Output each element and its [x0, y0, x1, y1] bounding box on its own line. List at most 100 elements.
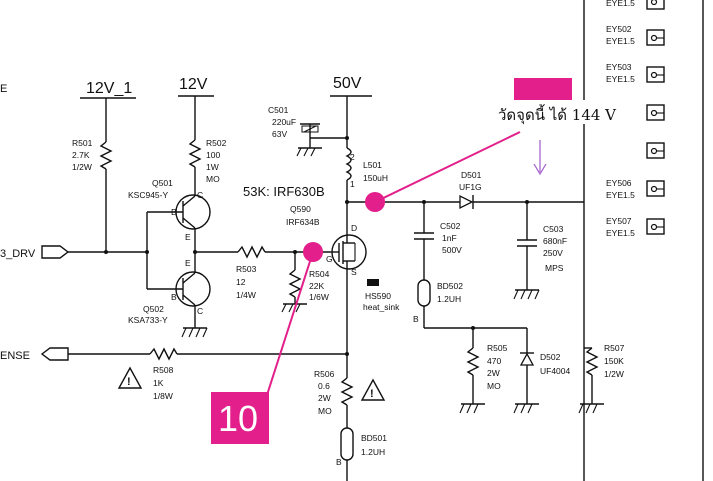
r505-resistor	[466, 347, 480, 376]
r503-resistor	[237, 245, 266, 259]
hs590-ref: HS590	[365, 291, 391, 301]
q590-pin-g: G	[326, 254, 333, 264]
eyelet-icon	[646, 0, 665, 10]
down-arrow-head	[533, 163, 547, 176]
eye-connector-4	[646, 142, 665, 159]
junction-dot	[345, 352, 349, 356]
r508-ref: R508	[153, 365, 174, 375]
eye-connector-5: EY506 EYE1.5	[606, 178, 665, 200]
ground-hatch	[473, 403, 479, 414]
ground-hatch	[181, 327, 187, 338]
eye-ref: EY502	[606, 24, 632, 34]
c501-voltage: 63V	[272, 129, 287, 139]
r502-resistor	[188, 139, 202, 168]
bd501-pin-b: B	[336, 457, 342, 467]
r508-resistor	[149, 347, 178, 361]
rail-12v-label: 12V	[179, 76, 208, 93]
eye-connector-0: EYE1.5	[606, 0, 665, 10]
safety-warning-icon	[117, 366, 143, 389]
eye-type: EYE1.5	[606, 190, 635, 200]
c502-voltage: 500V	[442, 245, 462, 255]
callout-box	[493, 100, 631, 124]
l501-pin-1: 1	[350, 179, 355, 189]
r502-power: 1W	[206, 162, 219, 172]
drv-port-arrow	[41, 245, 70, 259]
c501-hatch	[303, 125, 317, 133]
q501-part: KSC945-Y	[128, 190, 168, 200]
ground-hatch	[459, 403, 465, 414]
r501-rating: 1/2W	[72, 162, 92, 172]
q590-ref: Q590	[290, 204, 311, 214]
r505-power: 2W	[487, 368, 500, 378]
r501-resistor	[99, 141, 113, 170]
q501-pin-e: E	[185, 232, 191, 242]
ground-hatch	[466, 403, 472, 414]
d502-ref: D502	[540, 352, 561, 362]
bd502-bead	[417, 279, 431, 307]
d502-part: UF4004	[540, 366, 571, 376]
junction-dot	[145, 250, 149, 254]
c503-voltage: 250V	[543, 248, 563, 258]
r507-rating: 1/2W	[604, 369, 624, 379]
r506-resistor	[340, 377, 354, 406]
ground-hatch	[520, 289, 526, 300]
q501-ref: Q501	[152, 178, 173, 188]
ground-hatch	[520, 403, 526, 414]
bd502-value: 1.2UH	[437, 294, 461, 304]
ground-hatch	[202, 327, 208, 338]
eyelet-hole	[650, 34, 658, 42]
eye-type: EYE1.5	[606, 36, 635, 46]
ground-hatch	[585, 403, 591, 414]
junction-dot	[193, 250, 197, 254]
r502-type: MO	[206, 174, 220, 184]
r503-value: 12	[236, 277, 246, 287]
q502-ref: Q502	[143, 304, 164, 314]
q501-collector-lead	[182, 195, 196, 207]
sense-port-label: ENSE	[0, 350, 30, 362]
eye-connector-3	[646, 104, 665, 121]
bd501-bead	[340, 427, 354, 461]
q590-pin-d: D	[351, 223, 357, 233]
r507-resistor	[585, 347, 599, 376]
eye-ref: EY506	[606, 178, 632, 188]
eyelet-hole	[650, 71, 658, 79]
eye-type: EYE1.5	[606, 228, 635, 238]
ground-hatch	[527, 289, 533, 300]
step-badge-number: 10	[218, 398, 258, 439]
warning-mark: !	[127, 376, 131, 388]
r507-value: 150K	[604, 356, 624, 366]
bd501-ref: BD501	[361, 433, 387, 443]
r502-ref: R502	[206, 138, 227, 148]
q501-pin-b: B	[171, 207, 177, 217]
r506-power: 2W	[318, 393, 331, 403]
eyelet-hole	[650, 0, 658, 6]
q502-pin-c: C	[197, 306, 203, 316]
ground-hatch	[534, 289, 540, 300]
junction-dot	[104, 250, 108, 254]
safety-warning-icon	[360, 378, 386, 401]
c501-capacitor	[301, 125, 319, 133]
eyelet-hole	[650, 109, 658, 117]
q501-pin-c: C	[197, 190, 203, 200]
q502-emitter-lead	[182, 272, 196, 284]
d501-ref: D501	[461, 170, 482, 180]
r501-value: 2.7K	[72, 150, 90, 160]
r508-value: 1K	[153, 378, 164, 388]
q501-emitter-lead	[182, 217, 196, 229]
rail-12v1-label: 12V_1	[86, 80, 132, 97]
d501-part: UF1G	[459, 182, 482, 192]
r504-value: 22K	[309, 281, 324, 291]
eye-type: EYE1.5	[606, 74, 635, 84]
q502-collector-lead	[182, 294, 196, 306]
r502-value: 100	[206, 150, 220, 160]
measure-pointer-line	[374, 131, 521, 203]
r504-ref: R504	[309, 269, 330, 279]
heatsink-icon	[367, 279, 379, 286]
q502-pin-e: E	[185, 258, 191, 268]
ground-hatch	[527, 403, 533, 414]
gate-pointer-line	[266, 251, 314, 396]
eyelet-hole	[650, 147, 658, 155]
ground-hatch	[195, 327, 201, 338]
eyelet-hole	[650, 223, 658, 231]
d502-diode	[519, 352, 535, 366]
